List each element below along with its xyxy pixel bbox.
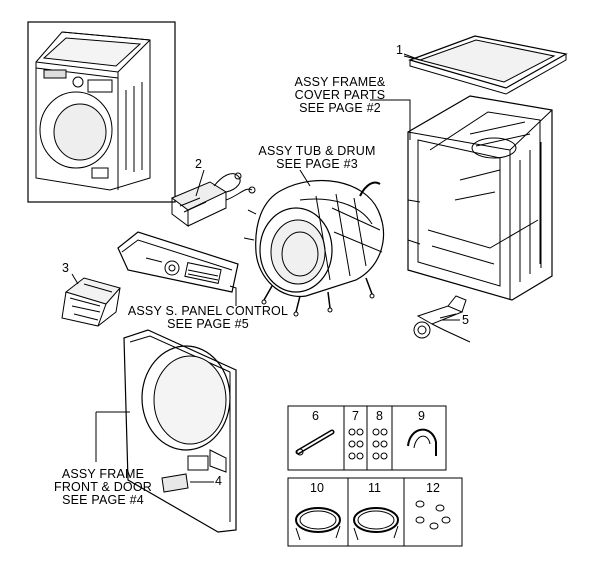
control-panel-part [117,231,239,293]
part-number-12: 12 [426,481,440,495]
tub-drum-part [243,179,385,317]
tub-drum-callout: ASSY TUB & DRUM SEE PAGE #3 [252,145,382,171]
pcb-harness-part [171,172,256,227]
front-door-line2: FRONT & DOOR [53,480,152,494]
part-number-11: 11 [368,481,381,495]
washer-overview-inset [27,21,176,203]
filter-cap-part [161,473,189,493]
frame-cover-line1: ASSY FRAME& [294,75,386,89]
panel-control-line2: SEE PAGE #5 [167,317,249,331]
part-number-1: 1 [396,43,403,57]
frame-cover-line2: COVER PARTS [294,88,386,102]
panel-control-line1: ASSY S. PANEL CONTROL [127,304,289,318]
part-number-7: 7 [352,409,359,423]
part-number-10: 10 [310,481,324,495]
top-cover-part [403,35,568,95]
part-number-9: 9 [418,409,425,423]
cabinet-frame-part [407,95,553,301]
panel-control-callout: ASSY S. PANEL CONTROL SEE PAGE #5 [108,305,308,331]
part-number-2: 2 [195,157,202,171]
frame-cover-line3: SEE PAGE #2 [299,101,381,115]
leader-lines [71,53,460,483]
frame-cover-callout: ASSY FRAME& COVER PARTS SEE PAGE #2 [283,76,397,115]
part-number-3: 3 [62,261,69,275]
front-panel-door-part [123,329,237,533]
part-number-4: 4 [215,474,222,488]
front-door-line1: ASSY FRAME [61,467,145,481]
water-valve-part [413,295,471,343]
part-number-6: 6 [312,409,319,423]
front-door-line3: SEE PAGE #4 [62,493,144,507]
parts-box-12 [403,477,463,547]
parts-box-9 [391,405,447,471]
part-number-5: 5 [462,313,469,327]
tub-drum-line2: SEE PAGE #3 [276,157,358,171]
detergent-drawer-part [61,277,121,327]
part-number-8: 8 [376,409,383,423]
tub-drum-line1: ASSY TUB & DRUM [258,144,376,158]
front-door-callout: ASSY FRAME FRONT & DOOR SEE PAGE #4 [48,468,158,507]
